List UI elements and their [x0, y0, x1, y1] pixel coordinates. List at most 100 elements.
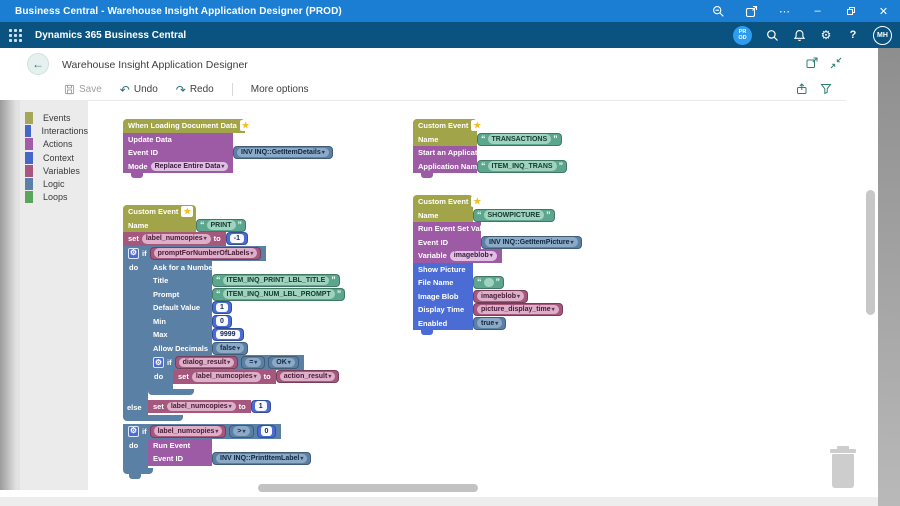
custom-event-showpicture-block[interactable]: Custom Event★ Name “SHOWPICTURE” Run Eve… — [413, 195, 582, 335]
number-input[interactable]: 0 — [260, 426, 273, 436]
text-block[interactable]: “PRINT” — [196, 218, 246, 232]
star-icon[interactable]: ★ — [471, 120, 484, 132]
number-block[interactable]: 9999 — [212, 328, 244, 341]
redo-button[interactable]: ↷ Redo — [175, 82, 214, 97]
number-block[interactable]: 0 — [256, 424, 277, 438]
more-menu-icon[interactable]: ⋯ — [779, 5, 790, 18]
open-new-window-icon[interactable] — [806, 57, 818, 69]
toolbox-category-context[interactable]: Context — [20, 151, 88, 164]
text-input[interactable]: ITEM_INQ_TRANS — [487, 161, 557, 171]
variable-dropdown[interactable]: label_numcopies▾ — [141, 234, 211, 244]
share-icon[interactable] — [796, 83, 808, 95]
variable-dropdown[interactable]: dialog_result▾ — [178, 357, 235, 368]
toolbox-category-interactions[interactable]: Interactions — [20, 124, 88, 137]
text-input[interactable]: ITEM_INQ_PRINT_LBL_TITLE — [222, 275, 330, 286]
variable-dropdown[interactable]: label_numcopies▾ — [153, 426, 223, 436]
trash-icon[interactable] — [827, 446, 859, 494]
number-input[interactable]: 1 — [216, 302, 228, 313]
text-block[interactable]: “ ” — [473, 276, 504, 289]
text-block[interactable]: “ITEM_INQ_NUM_LBL_PROMPT” — [212, 287, 346, 301]
variable-dropdown[interactable]: label_numcopies▾ — [191, 372, 261, 382]
operator-dropdown-block[interactable]: =▾ — [241, 356, 266, 369]
number-block[interactable]: 1 — [250, 399, 271, 413]
vertical-scrollbar-thumb[interactable] — [866, 190, 875, 315]
number-block[interactable]: 1 — [212, 301, 232, 314]
text-block[interactable]: “ITEM_INQ_TRANS” — [477, 159, 568, 173]
star-icon[interactable]: ★ — [239, 120, 252, 132]
ask-for-number-block[interactable]: Ask for a Number Title “ITEM_INQ_PRINT_L… — [148, 260, 346, 355]
if-block[interactable]: ⚙if label_numcopies▾ >▾ 0 do Run Event E… — [123, 423, 345, 479]
if-block[interactable]: ⚙if promptForNumberOfLabels▾ do Ask for … — [123, 245, 346, 421]
variable-block[interactable]: picture_display_time▾ — [473, 303, 563, 316]
text-block[interactable]: “ITEM_INQ_PRINT_LBL_TITLE” — [212, 274, 340, 287]
when-loading-document-data-block[interactable]: When Loading Document Data★ Update Data … — [123, 119, 333, 178]
variable-dropdown[interactable]: label_numcopies▾ — [166, 401, 236, 411]
restore-icon[interactable] — [834, 0, 867, 22]
toolbox-category-loops[interactable]: Loops — [20, 191, 88, 204]
settings-gear-icon[interactable]: ⚙ — [820, 28, 832, 42]
number-input[interactable]: 9999 — [216, 329, 240, 340]
event-id-dropdown-block[interactable]: INV INQ::PrintItemLabel▾ — [212, 452, 312, 465]
value-dropdown-block[interactable]: OK▾ — [268, 356, 299, 369]
number-block[interactable]: -1 — [225, 232, 248, 245]
variable-block[interactable]: action_result▾ — [275, 370, 340, 383]
text-input[interactable]: TRANSACTIONS — [487, 134, 552, 144]
text-input[interactable]: SHOWPICTURE — [483, 210, 544, 220]
toolbox-category-actions[interactable]: Actions — [20, 138, 88, 151]
gear-icon[interactable]: ⚙ — [128, 247, 139, 259]
text-input[interactable] — [483, 277, 494, 288]
bell-icon[interactable] — [792, 28, 806, 42]
more-options-button[interactable]: More options — [250, 84, 309, 95]
product-name[interactable]: Dynamics 365 Business Central — [35, 29, 187, 41]
zoom-out-icon[interactable] — [702, 0, 735, 22]
text-input[interactable]: PRINT — [206, 220, 236, 230]
help-icon[interactable]: ? — [849, 29, 857, 41]
number-input[interactable]: 0 — [216, 316, 228, 326]
environment-badge[interactable]: PR OD — [733, 25, 752, 45]
operator-dropdown-block[interactable]: >▾ — [229, 424, 254, 438]
undo-button[interactable]: ↶ Undo — [119, 82, 158, 97]
variable-dropdown[interactable]: promptForNumberOfLabels▾ — [153, 248, 258, 258]
text-input[interactable]: ITEM_INQ_NUM_LBL_PROMPT — [222, 289, 335, 299]
avatar[interactable]: MH — [873, 25, 892, 45]
event-id-dropdown-block[interactable]: INV INQ::GetItemPicture▾ — [481, 235, 582, 249]
close-icon[interactable]: ✕ — [878, 5, 889, 18]
variable-block[interactable]: promptForNumberOfLabels▾ — [149, 246, 262, 260]
star-icon[interactable]: ★ — [181, 206, 194, 218]
number-input[interactable]: 1 — [254, 401, 267, 411]
boolean-dropdown-block[interactable]: true▾ — [473, 316, 507, 330]
toolbox-category-events[interactable]: Events — [20, 111, 88, 124]
search-icon[interactable] — [765, 28, 779, 42]
waffle-icon[interactable] — [9, 28, 22, 42]
popout-window-icon[interactable] — [735, 0, 768, 22]
minimize-icon[interactable]: – — [814, 5, 821, 17]
collapse-icon[interactable] — [830, 57, 842, 69]
variable-dropdown[interactable]: imageblob▾ — [449, 251, 497, 261]
horizontal-scrollbar-thumb[interactable] — [258, 484, 478, 492]
variable-dropdown[interactable]: picture_display_time▾ — [477, 304, 559, 315]
variable-dropdown[interactable]: imageblob▾ — [477, 291, 525, 301]
save-button[interactable]: Save — [64, 84, 102, 95]
variable-dropdown[interactable]: action_result▾ — [279, 371, 336, 382]
number-input[interactable]: -1 — [229, 233, 244, 244]
toolbox-category-variables[interactable]: Variables — [20, 164, 88, 177]
number-block[interactable]: 0 — [212, 314, 232, 328]
custom-event-transactions-block[interactable]: Custom Event★ Name “TRANSACTIONS” Start … — [413, 119, 568, 178]
star-icon[interactable]: ★ — [471, 196, 484, 208]
filter-icon[interactable] — [820, 83, 832, 95]
variable-block[interactable]: dialog_result▾ — [174, 356, 239, 369]
boolean-dropdown-block[interactable]: false▾ — [212, 341, 248, 355]
text-block[interactable]: “TRANSACTIONS” — [477, 132, 562, 146]
mode-dropdown[interactable]: Replace Entire Data▾ — [150, 161, 229, 171]
event-id-dropdown-block[interactable]: INV INQ::GetItemDetails▾ — [233, 146, 333, 159]
gear-icon[interactable]: ⚙ — [153, 357, 164, 368]
variable-block[interactable]: imageblob▾ — [473, 289, 529, 303]
back-button[interactable]: ← — [27, 53, 49, 75]
toolbox-category-logic[interactable]: Logic — [20, 177, 88, 191]
gear-icon[interactable]: ⚙ — [128, 425, 139, 437]
